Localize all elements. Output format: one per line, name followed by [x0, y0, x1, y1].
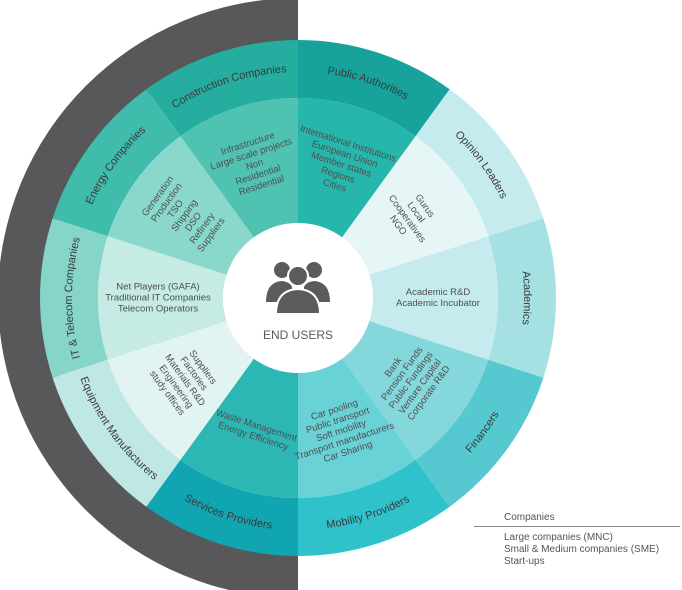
sector-services-providers-inner	[180, 358, 298, 498]
sector-construction-companies-outer	[146, 40, 298, 137]
legend-item-mnc: Large companies (MNC)	[504, 532, 613, 543]
sector-public-authorities-outer	[298, 40, 450, 137]
companies-arc	[0, 0, 298, 590]
sector-construction-companies-item: Non	[245, 157, 265, 173]
legend-divider	[474, 526, 680, 527]
sector-equipment-manufacturers-inner	[107, 321, 254, 460]
sector-it-telecom-companies-inner	[98, 236, 227, 360]
sector-energy-companies-inner	[107, 136, 254, 275]
sector-opinion-leaders-inner	[342, 136, 489, 275]
sector-it-telecom-companies-item: Telecom Operators	[118, 304, 199, 315]
sector-opinion-leaders-outer	[415, 89, 544, 237]
sector-construction-companies-inner	[180, 98, 298, 238]
end-users-icon	[266, 262, 330, 315]
sector-public-authorities-inner	[298, 98, 416, 238]
legend-title: Companies	[504, 512, 555, 523]
sector-academics-inner	[369, 236, 498, 360]
sector-mobility-providers-outer	[298, 459, 450, 556]
sector-financers-outer	[415, 359, 544, 507]
legend-item-sme: Small & Medium companies (SME)	[504, 544, 660, 555]
end-users-label: END USERS	[263, 328, 333, 342]
sector-financers-inner	[342, 321, 489, 460]
sector-academics-item: Academic R&D	[406, 287, 471, 298]
sector-mobility-providers-inner	[298, 358, 416, 498]
sector-academics-outer	[488, 218, 556, 378]
sector-it-telecom-companies-outer	[40, 218, 108, 378]
sector-academics-item: Academic Incubator	[396, 298, 480, 309]
sector-it-telecom-companies-items: Net Players (GAFA)Traditional IT Compani…	[105, 282, 211, 315]
legend-item-startups: Start-ups	[504, 556, 545, 567]
sector-equipment-manufacturers-outer	[52, 359, 181, 507]
sector-academics-title: Academics	[520, 271, 534, 327]
sector-energy-companies-outer	[52, 89, 181, 237]
sector-it-telecom-companies-item: Net Players (GAFA)	[116, 282, 199, 293]
legend-items: Large companies (MNC) Small & Medium com…	[504, 532, 659, 568]
sector-services-providers-outer	[146, 459, 298, 556]
sector-it-telecom-companies-item: Traditional IT Companies	[105, 293, 211, 304]
